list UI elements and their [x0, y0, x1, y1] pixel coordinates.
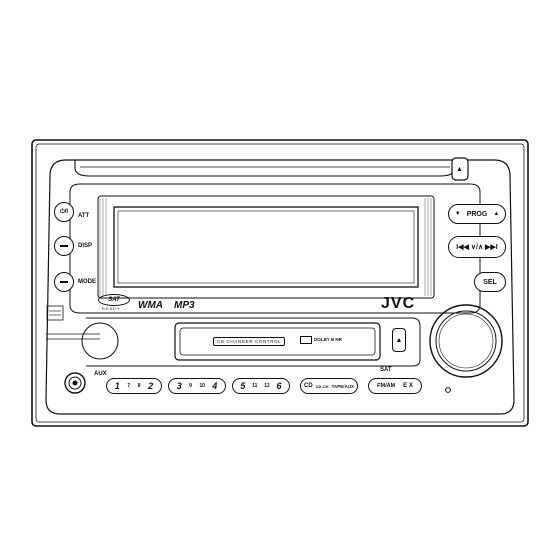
aux-jack[interactable]	[65, 373, 85, 393]
prog-label: PROG	[466, 210, 488, 218]
prog-button[interactable]: ▼ PROG ▲	[448, 204, 506, 224]
volume-knob[interactable]	[430, 305, 502, 377]
seek-icon: I◀◀ ∨/∧ ▶▶I	[456, 244, 498, 251]
preset-button-3-4[interactable]: 3 9 10 4	[168, 378, 226, 394]
cd-slot	[80, 162, 450, 172]
dolby-text: DOLBY B NR	[314, 337, 342, 343]
preset-9-label: 9	[189, 383, 192, 389]
jvc-logo: JVC	[381, 295, 416, 312]
fm-am-button[interactable]: FM/AM E X	[368, 378, 422, 394]
preset-11-label: 11	[252, 383, 258, 389]
cd-ch-label: CD-CH	[315, 383, 329, 389]
tape-eject-button[interactable]: ▲	[392, 328, 406, 352]
sel-label: SEL	[483, 278, 497, 286]
sat-radio-logo: SAT	[98, 294, 130, 306]
mode-dash-icon	[60, 281, 68, 283]
chevron-down-icon: ▼	[454, 211, 461, 217]
tape-aux-label: TAPE/AUX	[331, 383, 354, 389]
preset-5-label: 5	[240, 381, 246, 391]
preset-button-1-2[interactable]: 1 7 8 2	[106, 378, 162, 394]
sel-button[interactable]: SEL	[474, 272, 506, 292]
wma-logo: WMA	[138, 300, 163, 311]
sat-label: SAT	[380, 367, 392, 373]
preset-8-label: 8	[137, 383, 141, 389]
power-att-button[interactable]: ⏻/I	[54, 202, 74, 222]
disp-label: DISP	[78, 243, 93, 249]
chevron-up-icon: ▲	[493, 211, 500, 217]
power-icon: ⏻/I	[59, 208, 69, 215]
preset-1-label: 1	[114, 381, 120, 391]
mode-label: MODE	[78, 279, 96, 285]
cd-changer-control-label: CD CHANGER CONTROL	[213, 337, 286, 346]
dolby-icon	[300, 336, 312, 344]
preset-2-label: 2	[148, 381, 154, 391]
cd-source-button[interactable]: CD CD-CH TAPE/AUX	[300, 378, 358, 394]
fm-am-label: FM/AM	[377, 383, 396, 389]
aux-label: AUX	[94, 371, 107, 377]
sat-badge-text: SAT	[108, 297, 120, 303]
eject-icon: ▲	[395, 336, 403, 344]
preset-7-label: 7	[127, 383, 131, 389]
preset-10-label: 10	[199, 383, 205, 389]
lcd-display	[114, 207, 418, 287]
preset-button-5-6[interactable]: 5 11 12 6	[232, 378, 290, 394]
preset-3-label: 3	[176, 381, 182, 391]
preset-4-label: 4	[212, 381, 218, 391]
disp-dash-icon	[60, 245, 68, 247]
dolby-label: DOLBY B NR	[300, 336, 342, 344]
preset-6-label: 6	[276, 381, 282, 391]
disp-button[interactable]	[54, 236, 74, 256]
ex-label: E X	[403, 383, 413, 389]
mode-button[interactable]	[54, 272, 74, 292]
ready-label: READY	[102, 306, 121, 311]
preset-12-label: 12	[264, 383, 270, 389]
cd-label: CD	[304, 383, 313, 389]
cd-eject-icon[interactable]: ▲	[456, 166, 463, 173]
mp3-logo: MP3	[174, 300, 195, 311]
seek-button[interactable]: I◀◀ ∨/∧ ▶▶I	[448, 236, 506, 258]
att-label: ATT	[78, 213, 90, 219]
